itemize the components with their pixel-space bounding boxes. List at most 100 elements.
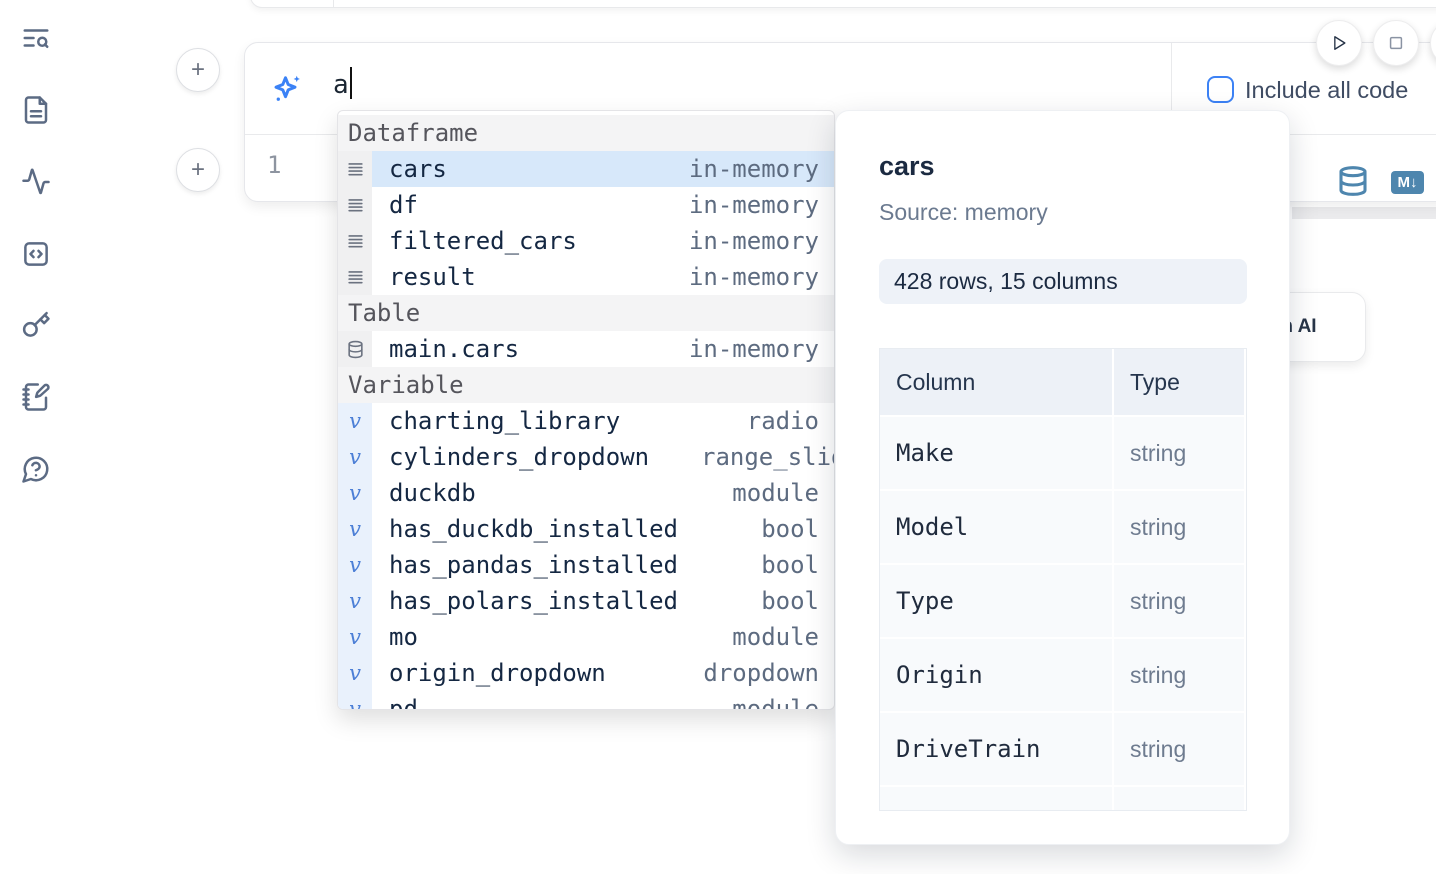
database-icon [338, 331, 372, 367]
cell-output-strip [1292, 207, 1436, 219]
autocomplete-item-type: bool [761, 551, 819, 579]
text-caret [349, 67, 352, 99]
autocomplete-item-name: duckdb [389, 479, 476, 507]
autocomplete-section-header: Table [338, 295, 834, 331]
autocomplete-item-type: radio [746, 407, 819, 435]
autocomplete-item-type: in-memory [688, 335, 819, 363]
stop-button[interactable] [1373, 20, 1419, 66]
key-icon[interactable] [21, 310, 51, 340]
add-cell-below-button[interactable]: + [176, 148, 220, 192]
preview-title: cars [879, 151, 935, 181]
dataframe-icon [338, 151, 372, 187]
include-all-code-label[interactable]: Include all code [1245, 77, 1409, 103]
previous-cell [250, 0, 1436, 8]
autocomplete-item-type: module [732, 623, 819, 651]
preview-shape-badge: 428 rows, 15 columns [879, 259, 1247, 304]
autocomplete-item[interactable]: main.cars in-memory [338, 331, 834, 367]
variable-icon: v [338, 547, 372, 583]
autocomplete-item-name: mo [389, 623, 418, 651]
variable-icon: v [338, 583, 372, 619]
autocomplete-item-type: in-memory [688, 191, 819, 219]
schema-row: Cylindersnumber [880, 787, 1246, 810]
previous-cell-divider [333, 0, 334, 7]
autocomplete-dropdown: Dataframe cars in-memory df in-memory filtere… [337, 110, 835, 710]
autocomplete-item[interactable]: v cylinders_dropdown range_slider [338, 439, 834, 475]
variable-icon: v [338, 691, 372, 709]
autocomplete-item-name: main.cars [389, 335, 520, 363]
schema-header-cell: Type [1114, 349, 1246, 417]
autocomplete-section-header: Dataframe [338, 115, 834, 151]
autocomplete-item-type: in-memory [688, 155, 819, 183]
schema-column-name: Origin [880, 639, 1114, 713]
ai-prompt-input[interactable]: a [333, 67, 352, 100]
schema-column-name: Cylinders [880, 787, 1114, 810]
ai-prompt-row: a Include all code [245, 43, 1436, 134]
database-cell-indicator-icon[interactable] [1337, 165, 1369, 202]
autocomplete-item-name: cylinders_dropdown [389, 443, 650, 471]
dataframe-preview-panel: cars Source: memory 428 rows, 15 columns… [835, 110, 1290, 845]
file-document-icon[interactable] [21, 95, 51, 125]
autocomplete-item-name: df [389, 191, 418, 219]
autocomplete-item-name: filtered_cars [389, 227, 577, 255]
schema-column-name: Type [880, 565, 1114, 639]
dataframe-icon [338, 187, 372, 223]
ai-prompt-value: a [333, 70, 349, 100]
notebook-pen-icon[interactable] [21, 382, 51, 412]
autocomplete-item[interactable]: v charting_library radio [338, 403, 834, 439]
autocomplete-item-name: has_polars_installed [389, 587, 678, 615]
autocomplete-item[interactable]: v has_duckdb_installed bool [338, 511, 834, 547]
autocomplete-item[interactable]: df in-memory [338, 187, 834, 223]
autocomplete-item[interactable]: cars in-memory [338, 151, 834, 187]
autocomplete-item-type: range_slider [701, 443, 834, 471]
variable-icon: v [338, 403, 372, 439]
sparkles-icon [269, 71, 305, 107]
autocomplete-item[interactable]: v has_pandas_installed bool [338, 547, 834, 583]
autocomplete-section-header: Variable [338, 367, 834, 403]
variable-icon: v [338, 619, 372, 655]
autocomplete-item-name: has_duckdb_installed [389, 515, 678, 543]
sidebar [0, 0, 72, 874]
input-controls-divider [1171, 43, 1172, 134]
autocomplete-item-name: charting_library [389, 407, 621, 435]
schema-column-name: DriveTrain [880, 713, 1114, 787]
schema-column-name: Make [880, 417, 1114, 491]
add-cell-above-button[interactable]: + [176, 48, 220, 92]
text-search-icon[interactable] [21, 23, 51, 53]
code-editor-row[interactable]: 1 M↓ [245, 135, 1436, 203]
line-number: 1 [267, 151, 282, 179]
autocomplete-item-name: has_pandas_installed [389, 551, 678, 579]
activity-icon[interactable] [21, 167, 51, 197]
schema-column-type: string [1114, 713, 1246, 787]
help-chat-icon[interactable] [21, 454, 51, 484]
autocomplete-item-type: module [732, 479, 819, 507]
dataframe-icon [338, 259, 372, 295]
schema-column-type: string [1114, 491, 1246, 565]
run-cell-button[interactable] [1316, 20, 1362, 66]
variable-icon: v [338, 511, 372, 547]
include-all-code-checkbox[interactable] [1207, 76, 1234, 103]
schema-column-type: string [1114, 639, 1246, 713]
autocomplete-item-name: cars [389, 155, 447, 183]
autocomplete-item-name: pd [389, 695, 418, 710]
schema-column-name: Model [880, 491, 1114, 565]
autocomplete-item-type: in-memory [688, 263, 819, 291]
variable-icon: v [338, 439, 372, 475]
autocomplete-item-type: bool [761, 515, 819, 543]
markdown-indicator-icon[interactable]: M↓ [1391, 171, 1424, 194]
autocomplete-item-type: dropdown [703, 659, 819, 687]
snippets-code-icon[interactable] [21, 239, 51, 269]
